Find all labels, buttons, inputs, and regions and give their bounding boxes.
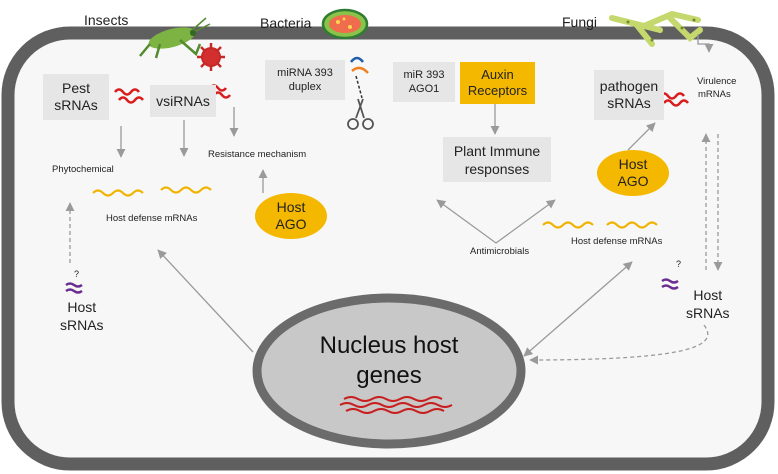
label-host-srnas-left: Host sRNAs: [60, 298, 104, 334]
plant-immune-line2: responses: [464, 160, 530, 177]
label-bacteria: Bacteria: [260, 15, 312, 31]
question-mark-left: ?: [74, 269, 80, 279]
question-mark-right: ?: [676, 259, 682, 269]
host-ago-left-line2: AGO: [275, 216, 307, 232]
antimicrobials-branch: [436, 199, 556, 244]
label-antimicrobials: Antimicrobials: [470, 246, 530, 257]
virulence-line1: Virulence: [697, 76, 737, 87]
arrows: [65, 34, 723, 365]
virus-icon: [197, 43, 225, 71]
arrow-ago-to-pathogen: [627, 122, 656, 151]
nucleus-line2: genes: [356, 362, 422, 389]
plant-immune-line1: Plant Immune: [453, 142, 541, 159]
pathogen-srnas-line2: sRNAs: [607, 95, 651, 111]
pest-srnas-line1: Pest: [61, 80, 90, 96]
mirna-duplex-line2: duplex: [288, 81, 322, 93]
auxin-receptors-line1: Auxin: [481, 67, 514, 82]
box-mirna-duplex: miRNA 393 duplex: [265, 60, 345, 100]
pathogen-srna-icon: [658, 92, 690, 107]
virulence-line2: mRNAs: [698, 89, 731, 100]
fungi-spore-dots: [626, 18, 696, 42]
mir393-ago1-line1: miR 393: [403, 69, 445, 81]
label-host-srnas-right: Host sRNAs: [686, 286, 730, 322]
box-pathogen-srnas: pathogen sRNAs: [594, 70, 664, 120]
label-insects: Insects: [84, 12, 129, 28]
host-ago-left: Host AGO: [255, 193, 327, 239]
host-srnas-left-line2: sRNAs: [60, 317, 104, 333]
arrow-fungi-to-virulence: [697, 34, 714, 53]
nucleus-line1: Nucleus host: [319, 332, 459, 359]
box-pest-srnas: Pest sRNAs: [43, 74, 109, 120]
label-host-defense-mrnas-left: Host defense mRNAs: [106, 213, 198, 224]
host-srna-right-icon: [661, 278, 679, 290]
mirna-duplex-strands-icon: [350, 56, 369, 99]
arrow-right-host-srna-to-nucleus: [529, 324, 709, 365]
host-ago-right-line1: Host: [618, 156, 648, 172]
grasshopper-icon: [139, 17, 211, 59]
arrow-nucleus-to-left: [157, 249, 254, 353]
host-defense-mrna-left-icon: [92, 186, 212, 197]
pest-srnas-line2: sRNAs: [54, 97, 98, 113]
pest-srna-icon: [113, 88, 145, 104]
box-auxin-receptors: Auxin Receptors: [460, 62, 535, 104]
arrow-nucleus-to-right: [523, 261, 633, 357]
host-srnas-right-line2: sRNAs: [686, 305, 730, 321]
label-fungi: Fungi: [562, 14, 598, 30]
host-ago-left-line1: Host: [276, 199, 306, 215]
box-plant-immune-responses: Plant Immune responses: [443, 137, 551, 182]
host-srna-left-icon: [65, 282, 83, 294]
host-defense-mrna-right-icon: [542, 221, 658, 229]
pathogen-srnas-line1: pathogen: [599, 78, 659, 94]
nucleus-label: Nucleus host genes: [309, 331, 469, 391]
nucleus: [252, 293, 526, 449]
mir393-ago1-line2: AGO1: [408, 83, 440, 95]
label-resistance-mechanism: Resistance mechanism: [208, 149, 307, 160]
box-vsirnas: vsiRNAs: [150, 85, 216, 117]
host-srnas-right-line1: Host: [693, 287, 723, 303]
label-phytochemical: Phytochemical: [52, 164, 114, 175]
label-virulence-mrnas: Virulence mRNAs: [697, 75, 736, 101]
vsirnas-text: vsiRNAs: [156, 93, 210, 109]
scissors-icon: [347, 98, 374, 130]
mirna-duplex-line1: miRNA 393: [277, 67, 333, 79]
host-srnas-left-line1: Host: [67, 299, 97, 315]
nucleus-dna-icon: [339, 396, 453, 414]
host-ago-right-line2: AGO: [617, 173, 649, 189]
label-host-defense-mrnas-right: Host defense mRNAs: [571, 236, 663, 247]
box-mir393-ago1: miR 393 AGO1: [393, 62, 455, 102]
auxin-receptors-line2: Receptors: [467, 83, 528, 98]
bacterium-icon: [321, 8, 369, 40]
host-ago-right: Host AGO: [597, 150, 669, 196]
